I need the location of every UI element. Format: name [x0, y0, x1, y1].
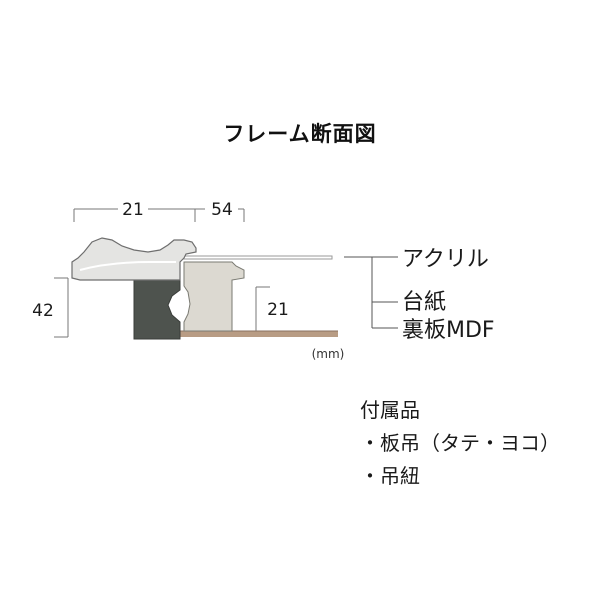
- accessories-list: 付属品 ・板吊（タテ・ヨコ） ・吊紐: [360, 394, 560, 493]
- dim-label-height-left: 42: [32, 301, 54, 321]
- accessory-item-hanger: ・板吊（タテ・ヨコ）: [360, 431, 560, 455]
- frame-back-profile: [133, 279, 181, 340]
- unit-note: (mm): [312, 347, 345, 361]
- acrylic-sheet: [183, 255, 333, 260]
- leader-lines: [344, 256, 398, 329]
- dim-label-height-right: 21: [267, 300, 289, 320]
- mdf-backboard: [180, 331, 338, 337]
- label-acrylic: アクリル: [402, 247, 489, 272]
- frame-face-profile: [71, 237, 197, 281]
- label-mdf: 裏板MDF: [402, 318, 495, 343]
- dim-label-top-left: 21: [122, 200, 144, 220]
- accessories-heading: 付属品: [360, 398, 420, 422]
- inner-spacer-profile: [183, 261, 245, 332]
- label-mount: 台紙: [402, 290, 446, 315]
- dimension-lines: [54, 208, 270, 338]
- dim-label-top-right: 54: [211, 200, 233, 220]
- accessory-item-cord: ・吊紐: [360, 464, 420, 488]
- frame-face-highlight: [79, 261, 176, 271]
- page-title: フレーム断面図: [223, 122, 377, 146]
